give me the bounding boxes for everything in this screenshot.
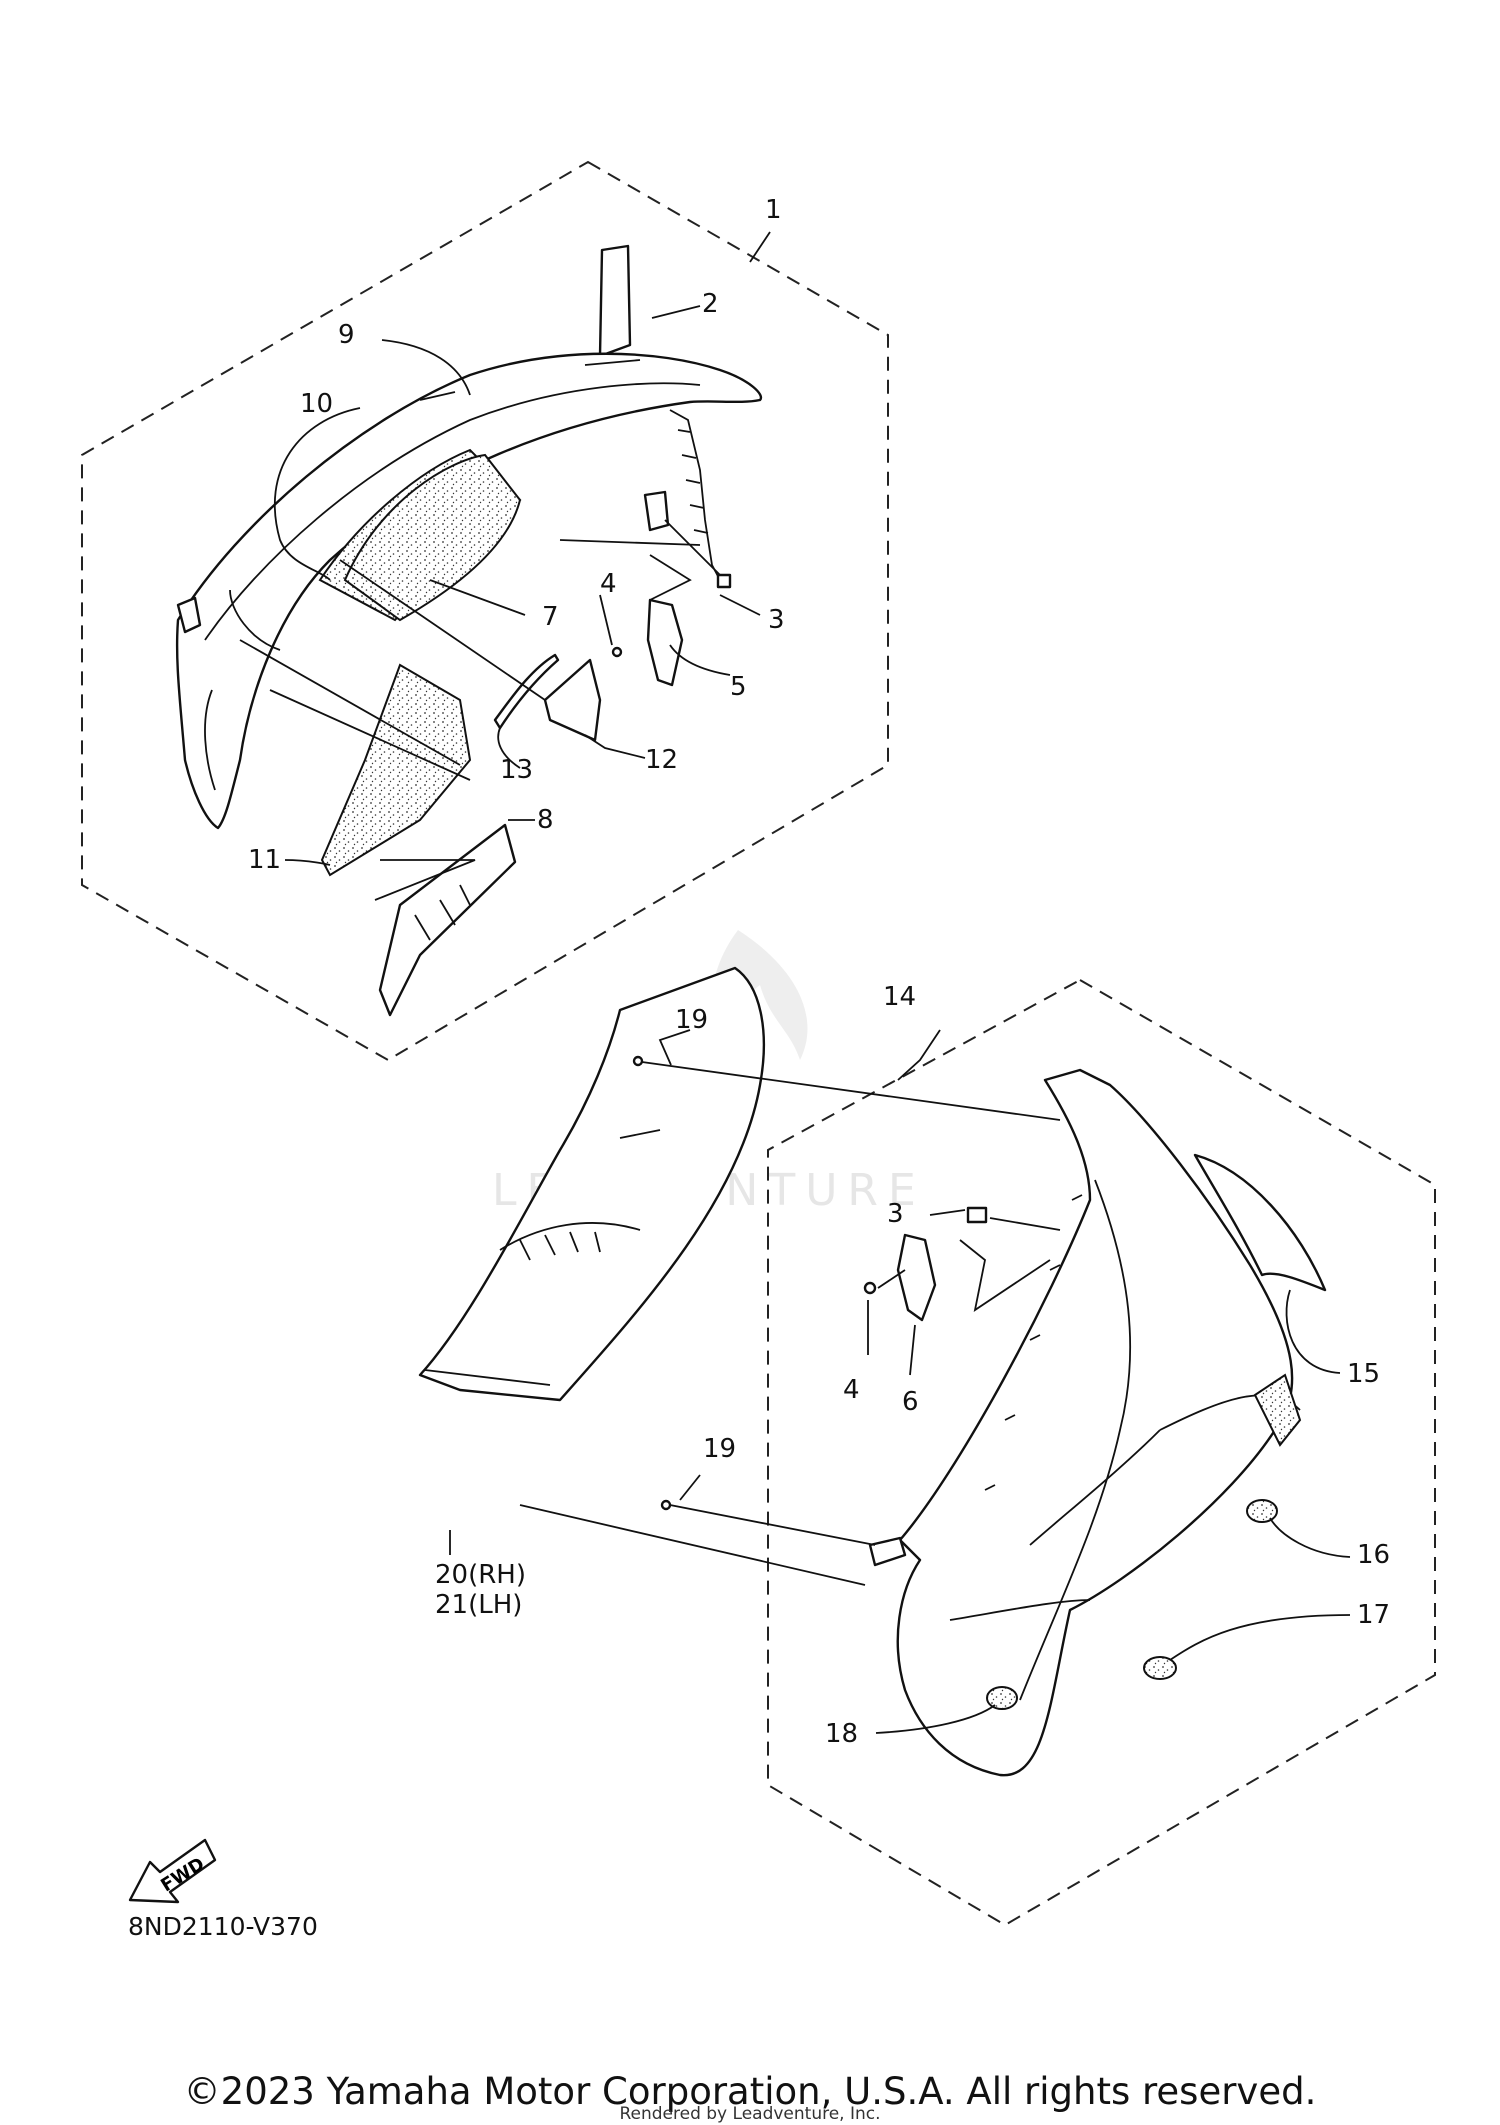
upper-leaders xyxy=(273,231,771,866)
rendered-by-notice: Rendered by Leadventure, Inc. xyxy=(619,2104,881,2124)
part-19-screw-upper xyxy=(632,1055,644,1067)
callout-19-upper: 19 xyxy=(675,1005,708,1035)
callout-12: 12 xyxy=(645,745,678,775)
callout-17: 17 xyxy=(1357,1600,1390,1630)
part-17-pad xyxy=(1143,1656,1177,1680)
callout-9: 9 xyxy=(338,320,355,350)
callout-13: 13 xyxy=(500,755,533,785)
upper-cowling-assembly xyxy=(175,244,763,1017)
part-3-clip-upper xyxy=(716,573,732,589)
part-3-clip-lower xyxy=(966,1206,988,1224)
callout-21-lh: 21(LH) xyxy=(435,1590,522,1620)
part-4-screw-lower xyxy=(863,1281,877,1295)
callout-numbers: 1 2 9 10 3 4 7 5 12 13 8 11 19 14 3 4 6 … xyxy=(248,195,1390,1749)
callout-6: 6 xyxy=(902,1387,919,1417)
fwd-arrow-icon: FWD xyxy=(128,1838,217,1904)
callout-7: 7 xyxy=(542,602,559,632)
callout-5: 5 xyxy=(730,672,747,702)
callout-20-rh: 20(RH) xyxy=(435,1560,526,1590)
callout-3-upper: 3 xyxy=(768,605,785,635)
callout-4-upper: 4 xyxy=(600,569,617,599)
drawing-code: 8ND2110-V370 xyxy=(128,1912,318,1941)
part-5-bracket xyxy=(646,598,684,687)
callout-15: 15 xyxy=(1347,1359,1380,1389)
lower-leaders xyxy=(449,1029,1351,1734)
part-15-screen xyxy=(1193,1153,1327,1292)
callout-18: 18 xyxy=(825,1719,858,1749)
part-13-trim-strip xyxy=(493,653,560,730)
assembly-14-boundary xyxy=(767,978,1436,1927)
callout-4-lower: 4 xyxy=(843,1375,860,1405)
part-20-21-side-panel xyxy=(418,966,766,1402)
part-14-lower-cowl xyxy=(896,1068,1294,1777)
part-19-screw-lower xyxy=(660,1499,672,1511)
callout-3-lower: 3 xyxy=(887,1199,904,1229)
part-9-upper-cowl xyxy=(175,352,763,830)
callout-19-lower: 19 xyxy=(703,1434,736,1464)
part-6-bracket xyxy=(896,1233,937,1322)
copyright-notice: ©2023 Yamaha Motor Corporation, U.S.A. A… xyxy=(183,2070,1317,2113)
callout-16: 16 xyxy=(1357,1540,1390,1570)
part-8-side-decal xyxy=(378,823,517,1017)
callout-10: 10 xyxy=(300,389,333,419)
part-2-screen xyxy=(598,244,632,358)
part-12-block xyxy=(543,658,602,742)
callout-2: 2 xyxy=(702,289,719,319)
callout-8: 8 xyxy=(537,805,554,835)
callout-11: 11 xyxy=(248,845,281,875)
part-11-lower-panel xyxy=(320,663,472,877)
assembly-1-boundary xyxy=(81,160,889,1062)
callout-1: 1 xyxy=(765,195,782,225)
callout-14: 14 xyxy=(883,982,916,1012)
part-4-screw-upper xyxy=(611,646,623,658)
part-16-pad xyxy=(1246,1499,1278,1523)
lower-cowling-assembly xyxy=(418,966,1327,1777)
part-18-pad xyxy=(986,1686,1018,1710)
